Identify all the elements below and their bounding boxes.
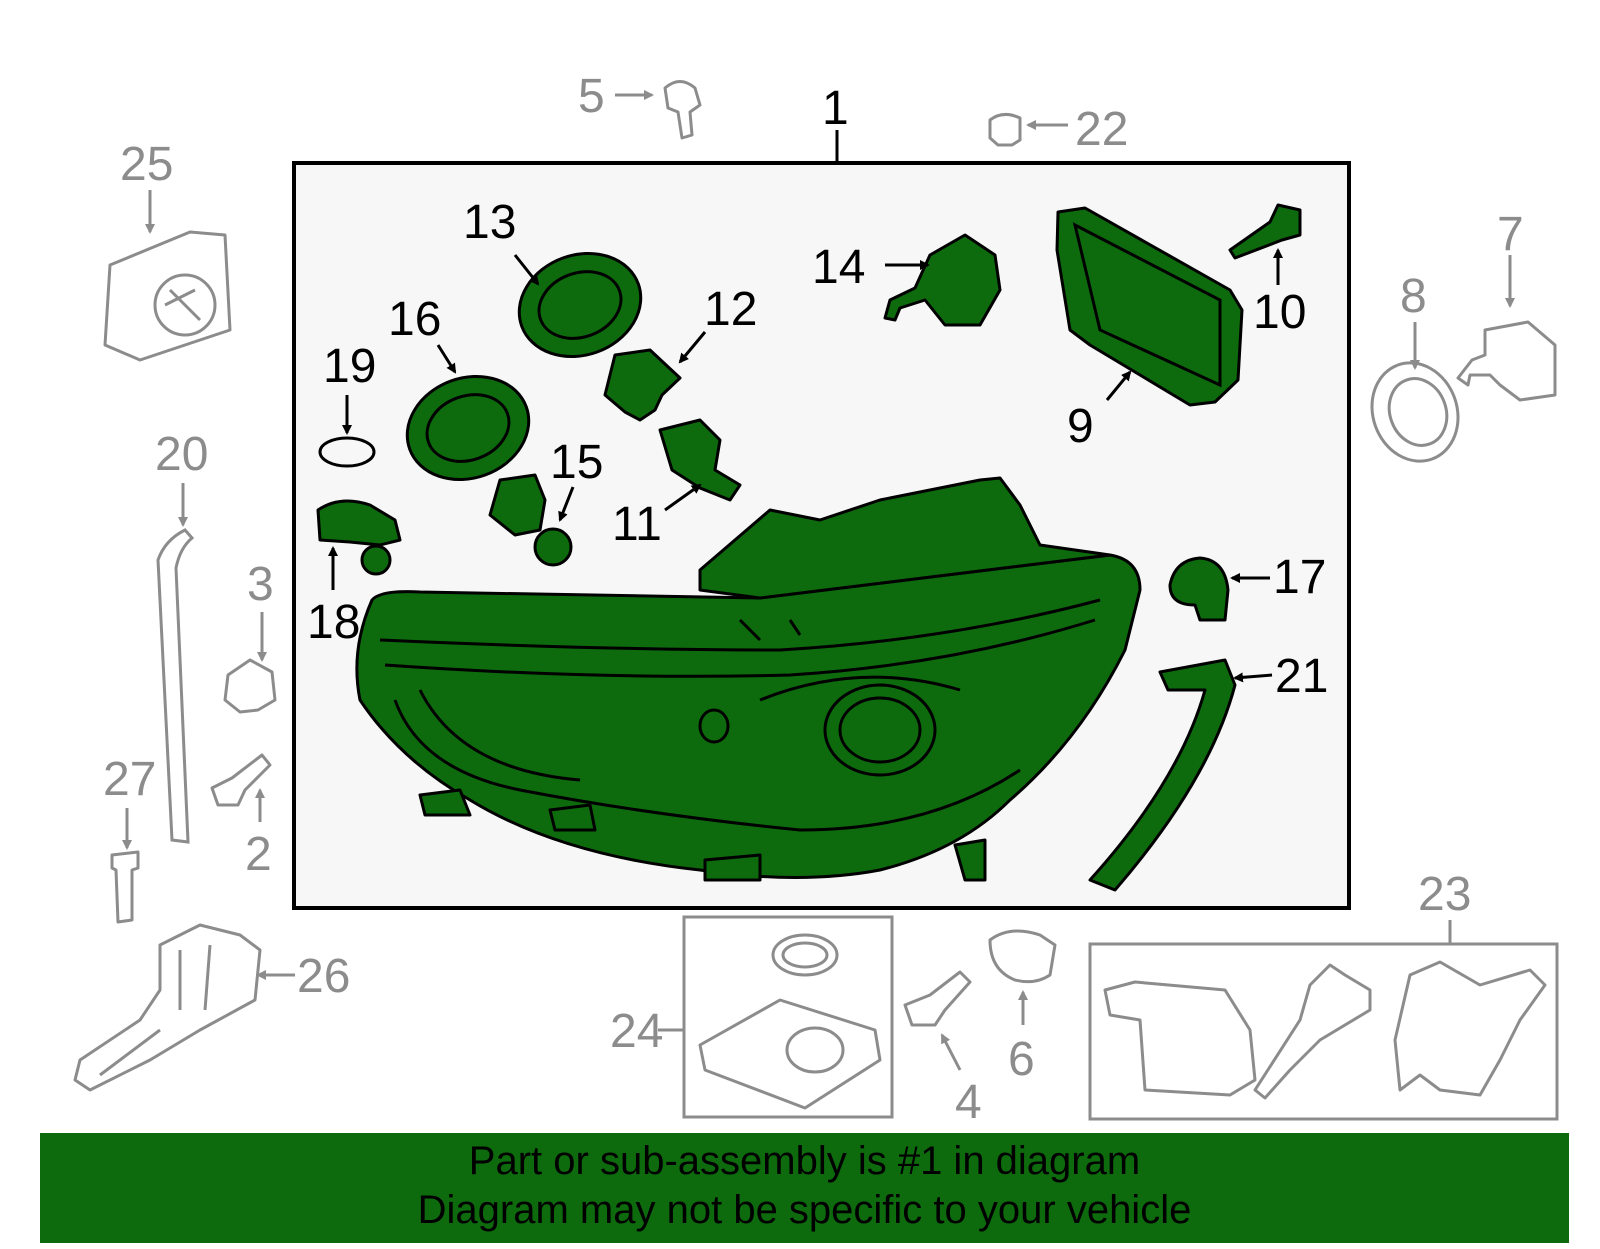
headlamp-assembly[interactable] (355, 476, 1142, 882)
part-16-ring[interactable] (393, 360, 544, 496)
callout-12: 12 (704, 283, 757, 336)
callout-7: 7 (1497, 208, 1524, 261)
part-23-box (1088, 942, 1559, 1121)
callout-17: 17 (1273, 551, 1326, 604)
part-10-screw[interactable] (1228, 203, 1302, 260)
callout-19: 19 (323, 340, 376, 393)
part-14-actuator[interactable] (883, 233, 1002, 327)
callout-10: 10 (1253, 286, 1306, 339)
part-6-grommet[interactable] (988, 929, 1057, 984)
callout-20: 20 (155, 428, 208, 481)
callout-22: 22 (1075, 103, 1128, 156)
banner-line-2: Diagram may not be specific to your vehi… (417, 1188, 1192, 1232)
part-7-bulb[interactable] (1456, 320, 1557, 402)
part-22-plug[interactable] (988, 113, 1022, 147)
callout-18: 18 (307, 596, 360, 649)
part-12-clip[interactable] (603, 348, 682, 422)
part-19-oring[interactable] (318, 436, 376, 468)
callout-14: 14 (812, 241, 865, 294)
notice-banner: Part or sub-assembly is #1 in diagram Di… (40, 1133, 1569, 1243)
callout-9: 9 (1067, 400, 1094, 453)
part-17-elbow[interactable] (1168, 556, 1230, 622)
callout-6: 6 (1008, 1033, 1035, 1086)
callout-3: 3 (247, 558, 274, 611)
part-20-hose[interactable] (156, 528, 195, 844)
part-13-ring[interactable] (505, 237, 656, 373)
callout-23: 23 (1418, 868, 1471, 921)
callout-21: 21 (1275, 650, 1328, 703)
callout-11: 11 (612, 498, 662, 551)
callout-8: 8 (1400, 270, 1427, 323)
part-8-ring[interactable] (1358, 351, 1471, 474)
part-18-socket[interactable] (316, 499, 402, 576)
callout-25: 25 (120, 138, 173, 191)
callout-16: 16 (388, 293, 441, 346)
part-24-box (682, 915, 894, 1119)
callout-26: 26 (297, 950, 350, 1003)
callout-1: 1 (822, 82, 849, 135)
part-11-bulb[interactable] (658, 418, 742, 502)
callout-27: 27 (103, 753, 156, 806)
part-21-strip[interactable] (1088, 658, 1237, 892)
part-24-ballast[interactable] (698, 933, 882, 1110)
part-9-cover[interactable] (1055, 206, 1244, 407)
part-4-bolt[interactable] (903, 970, 972, 1027)
part-27-bolt[interactable] (110, 850, 140, 924)
callout-5: 5 (578, 70, 605, 123)
callout-2: 2 (245, 828, 272, 881)
part-26-bracket[interactable] (73, 923, 262, 1092)
callout-4: 4 (955, 1076, 982, 1129)
part-23-brackets[interactable] (1103, 960, 1547, 1100)
part-25-module[interactable] (103, 230, 232, 362)
callout-15: 15 (550, 436, 603, 489)
banner-line-1: Part or sub-assembly is #1 in diagram (468, 1139, 1141, 1183)
part-5-bolt[interactable] (663, 80, 702, 140)
part-15-bulb[interactable] (488, 473, 573, 567)
part-3-clip[interactable] (223, 658, 277, 714)
callout-13: 13 (463, 196, 516, 249)
part-2-bolt[interactable] (210, 753, 272, 807)
callout-24: 24 (610, 1005, 663, 1058)
